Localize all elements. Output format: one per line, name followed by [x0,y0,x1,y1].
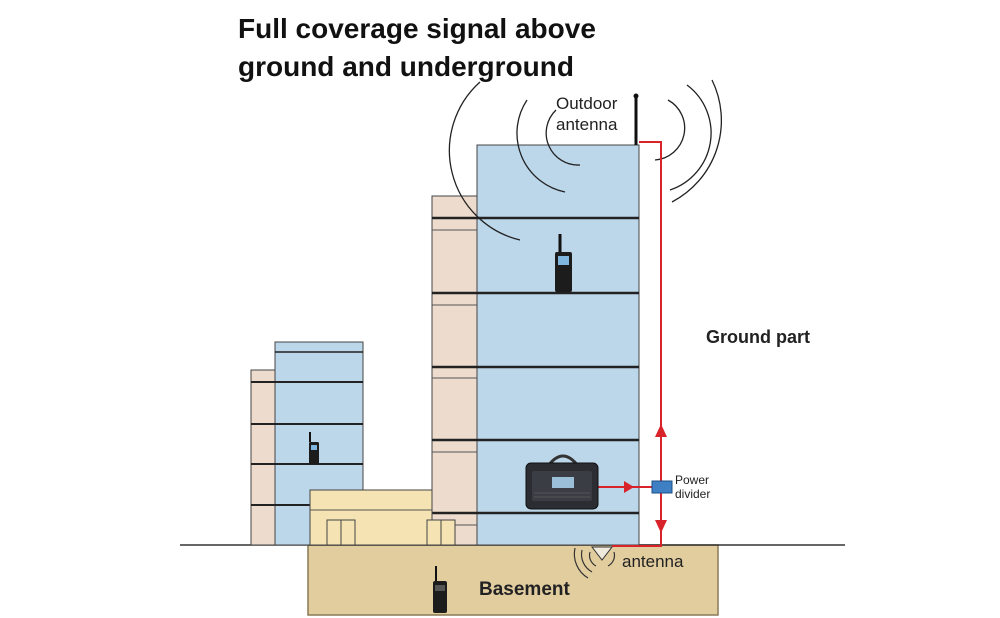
signal-waves [448,79,722,241]
basement-label: Basement [479,579,570,600]
indoor-antenna-label: antenna [622,552,684,571]
annex-building [309,489,456,546]
title-line-1: Full coverage signal above [238,13,596,44]
radio-icon-basement [433,566,447,613]
arrow-down [655,520,667,533]
radio-icon [555,234,572,292]
radio-icon-small-building [309,432,319,464]
power-divider-icon [651,480,673,494]
title-line-2: ground and underground [238,51,574,82]
outdoor-antenna-icon [633,93,639,145]
arrow-up [655,424,667,437]
outdoor-antenna-label: Outdoor antenna [556,94,618,134]
ground-part-label: Ground part [706,327,810,347]
antenna-icon [573,546,616,579]
diagram-title: Full coverage signal above ground and un… [238,10,596,86]
arrow-to-repeater [624,481,634,493]
basement-block [307,544,719,616]
power-divider-label: Power divider [675,473,711,501]
repeater-icon [525,454,599,510]
